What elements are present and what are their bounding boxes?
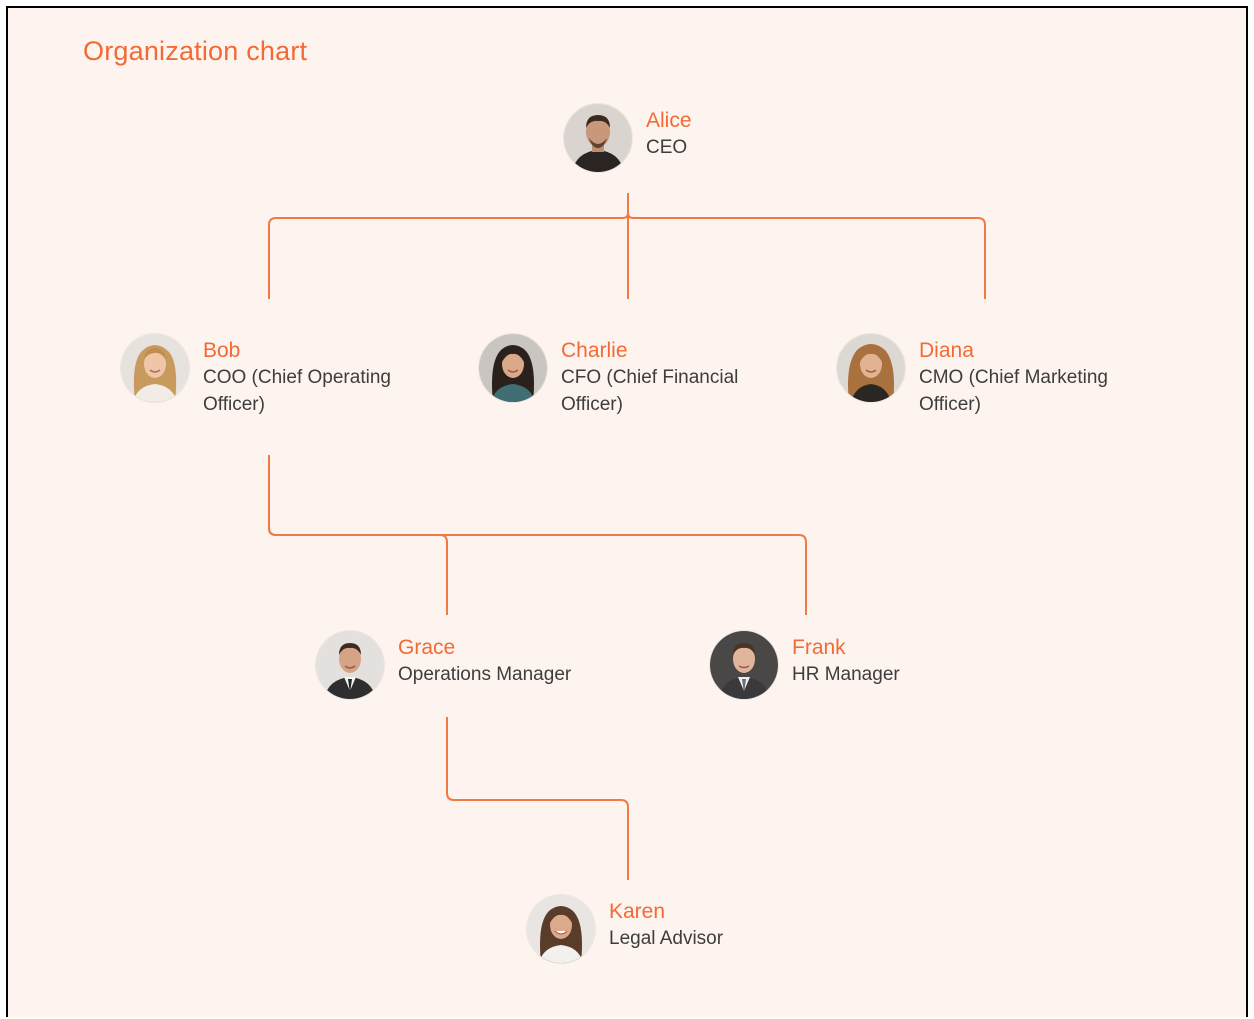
person-role: COO (Chief Operating Officer) — [203, 367, 391, 415]
avatar — [564, 104, 632, 172]
avatar — [479, 334, 547, 402]
person-name: Diana — [919, 339, 974, 362]
connector-alice-bob — [268, 193, 629, 299]
avatar — [837, 334, 905, 402]
person-role: CEO — [646, 137, 688, 158]
person-role: CMO (Chief Marketing Officer) — [919, 367, 1108, 415]
page-title: Organization chart — [83, 36, 308, 66]
node-frank[interactable]: Frank HR Manager — [710, 631, 997, 699]
person-name: Charlie — [561, 339, 628, 362]
node-diana[interactable]: Diana CMO (Chief Marketing Officer) — [837, 334, 1124, 418]
avatar — [710, 631, 778, 699]
person-name: Bob — [203, 339, 241, 362]
avatar — [527, 895, 595, 963]
org-chart-canvas: Organization chart Alice — [6, 6, 1248, 1017]
person-role: Operations Manager — [398, 664, 572, 685]
person-name: Karen — [609, 900, 666, 923]
person-name: Frank — [792, 636, 846, 659]
person-role: CFO (Chief Financial Officer) — [561, 367, 739, 415]
connector-bob-frank — [268, 455, 807, 615]
node-charlie[interactable]: Charlie CFO (Chief Financial Officer) — [479, 334, 766, 418]
node-karen[interactable]: Karen Legal Advisor — [527, 895, 814, 963]
person-role: HR Manager — [792, 664, 900, 685]
person-role: Legal Advisor — [609, 928, 724, 949]
node-grace[interactable]: Grace Operations Manager — [316, 631, 603, 699]
connector-lines — [268, 193, 986, 880]
person-name: Alice — [646, 109, 692, 132]
connector-grace-karen — [446, 717, 629, 880]
connector-alice-diana — [627, 193, 986, 299]
avatar — [316, 631, 384, 699]
node-alice[interactable]: Alice CEO — [564, 104, 851, 172]
node-bob[interactable]: Bob COO (Chief Operating Officer) — [121, 334, 408, 418]
person-name: Grace — [398, 636, 456, 659]
avatar — [121, 334, 189, 402]
